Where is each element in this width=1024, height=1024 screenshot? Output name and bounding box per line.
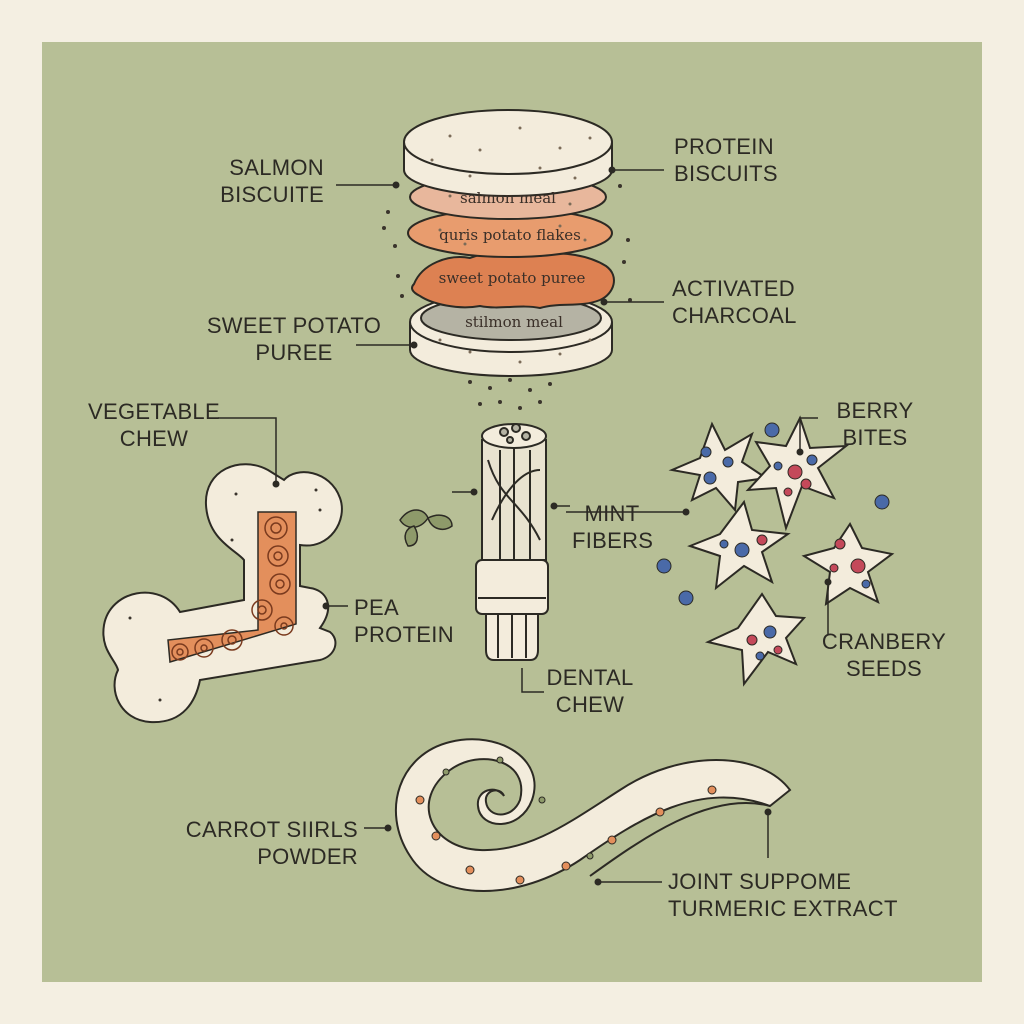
- bone-swirl-filling: [167, 511, 297, 663]
- top-biscuit: [403, 109, 613, 197]
- star-1: [668, 421, 769, 513]
- dental-chew: [475, 423, 549, 661]
- layer-text-3: sweet potato puree: [439, 269, 586, 287]
- layer-text-2: quris potato flakes: [439, 226, 581, 244]
- berry-dots: [700, 446, 871, 661]
- swirl-dots: [415, 756, 717, 885]
- biscuit-speckles: [430, 126, 592, 364]
- layer-text-4: stilmon meal: [465, 313, 563, 331]
- mint-leaf-icon: [399, 509, 453, 547]
- leader-lines: [218, 169, 829, 883]
- bone-chew: [102, 463, 343, 724]
- crumbs: [382, 184, 632, 410]
- layer-text-1: salmon meal: [460, 189, 556, 207]
- star-4: [801, 522, 895, 607]
- leader-dots: [272, 166, 832, 886]
- loose-blueberries: [656, 422, 890, 606]
- carrot-swirl: [394, 738, 792, 892]
- bone-speckles: [128, 488, 322, 702]
- biscuit-stack: [403, 109, 615, 377]
